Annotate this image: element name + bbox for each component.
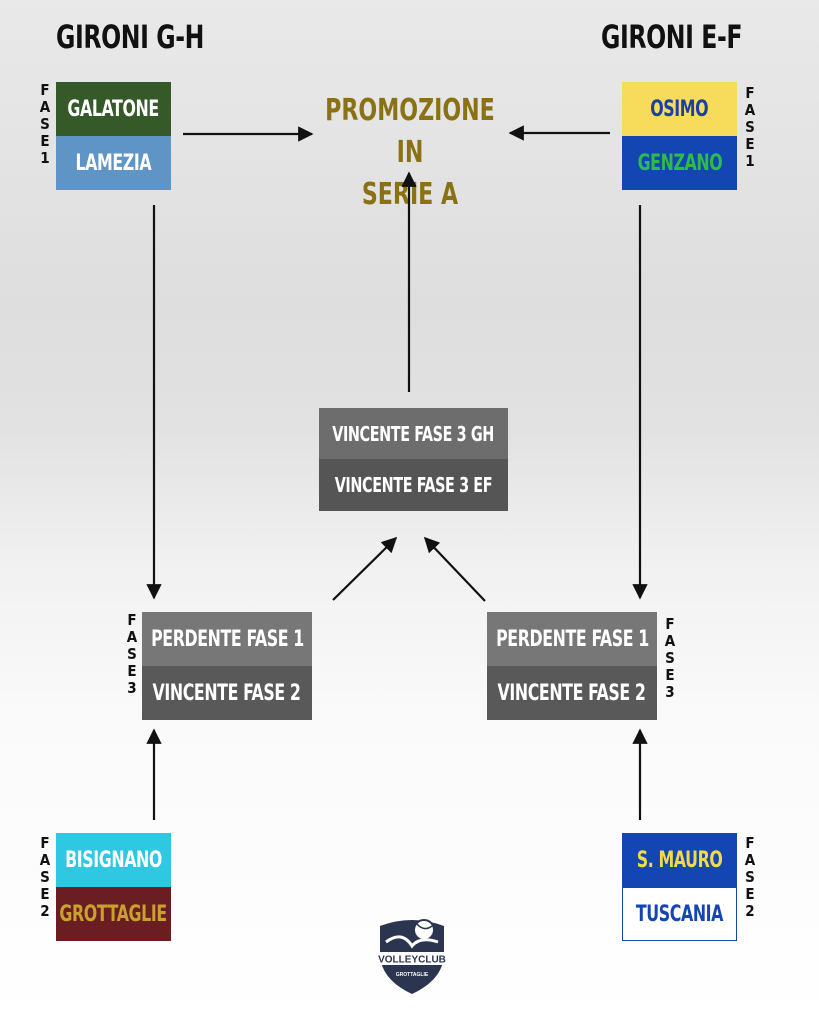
team-box-bisignano: BISIGNANO [56,833,171,887]
center-row-vincente-ef: VINCENTE FASE 3 EF [319,459,508,511]
arrow-left-mid-to-center [332,536,398,601]
team-box-genzano: GENZANO [622,136,737,190]
right-mid-row-perdente: PERDENTE FASE 1 [487,612,657,666]
arrow-right-mid-to-center [423,536,486,602]
left-mid-row-perdente: PERDENTE FASE 1 [142,612,312,666]
logo-ball [413,919,435,941]
team-box-tuscania: TUSCANIA [622,887,737,941]
team-box-osimo: OSIMO [622,82,737,136]
team-box-s-mauro: S. MAURO [622,833,737,887]
team-box-grottaglie: GROTTAGLIE [56,887,171,941]
team-box-lamezia: LAMEZIA [56,136,171,190]
promotion-line-1: PROMOZIONE IN [325,93,495,170]
logo-text-main: VOLLEYCLUB [378,955,446,966]
right-mid-row-vincente: VINCENTE FASE 2 [487,666,657,720]
volleyclub-logo: VOLLEYCLUB GROTTAGLIE [378,919,446,994]
left-mid-row-vincente: VINCENTE FASE 2 [142,666,312,720]
logo-text-sub: GROTTAGLIE [396,972,429,978]
right-group-heading: GIRONI E-F [601,18,743,56]
team-box-galatone: GALATONE [56,82,171,136]
left-group-heading: GIRONI G-H [56,18,204,56]
center-row-vincente-gh: VINCENTE FASE 3 GH [319,408,508,459]
